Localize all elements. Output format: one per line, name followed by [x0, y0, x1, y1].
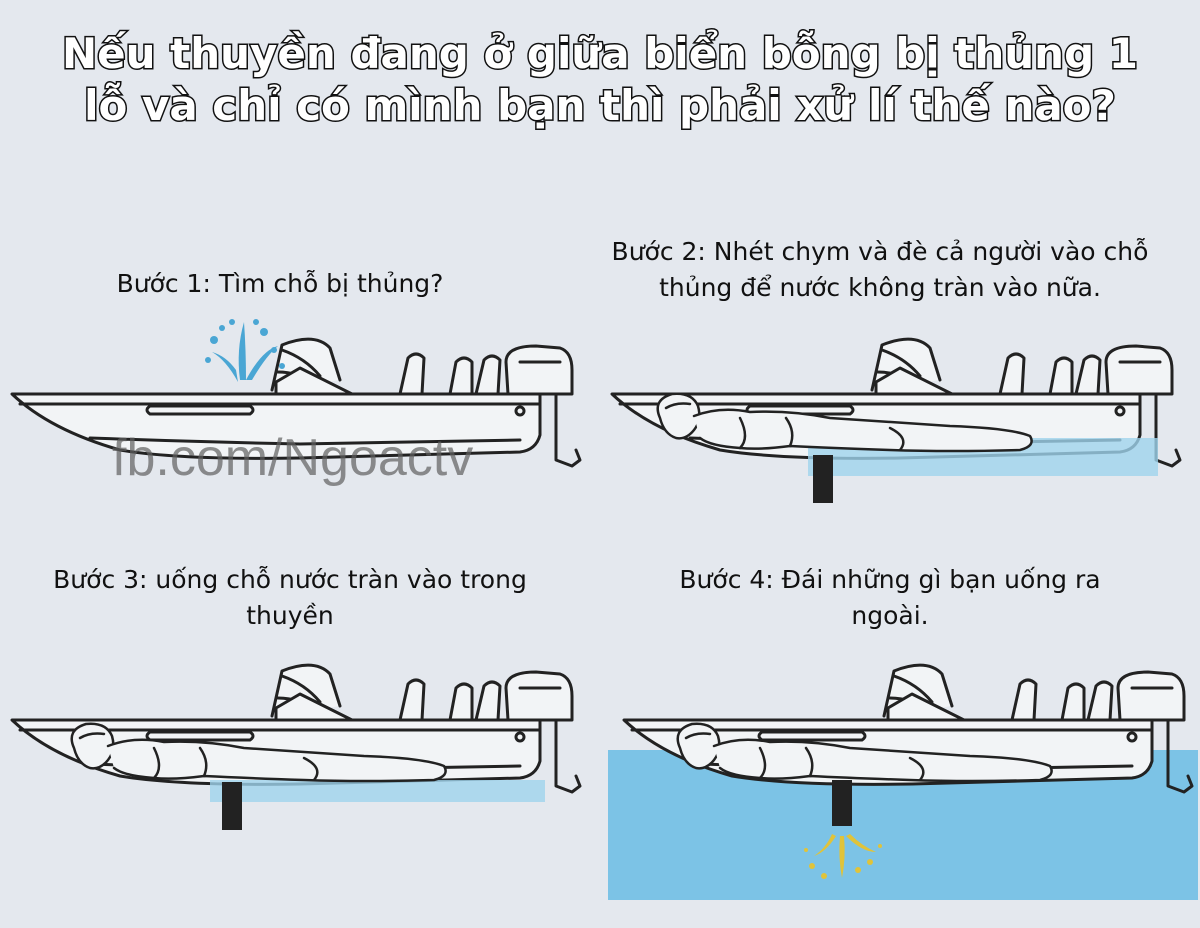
step-4-caption: Bước 4: Đái những gì bạn uống ra ngoài. [679, 565, 1101, 630]
hole-plug [832, 780, 852, 826]
hole-plug [222, 782, 242, 830]
urine-splash-icon [804, 834, 882, 879]
watermark-text: fb.com/Ngoactv [112, 429, 474, 487]
step-1-caption: Bước 1: Tìm chỗ bị thủng? [116, 269, 444, 298]
step-3-caption: Bước 3: uống chỗ nước tràn vào trong thu… [53, 565, 527, 630]
hole-plug [813, 455, 833, 503]
page-title: Nếu thuyền đang ở giữa biển bỗng bị thủn… [61, 28, 1140, 132]
water-inside-boat [210, 780, 545, 802]
water-spray-icon [205, 319, 285, 382]
step-2-caption: Bước 2: Nhét chym và đè cả người vào chỗ… [611, 237, 1149, 302]
